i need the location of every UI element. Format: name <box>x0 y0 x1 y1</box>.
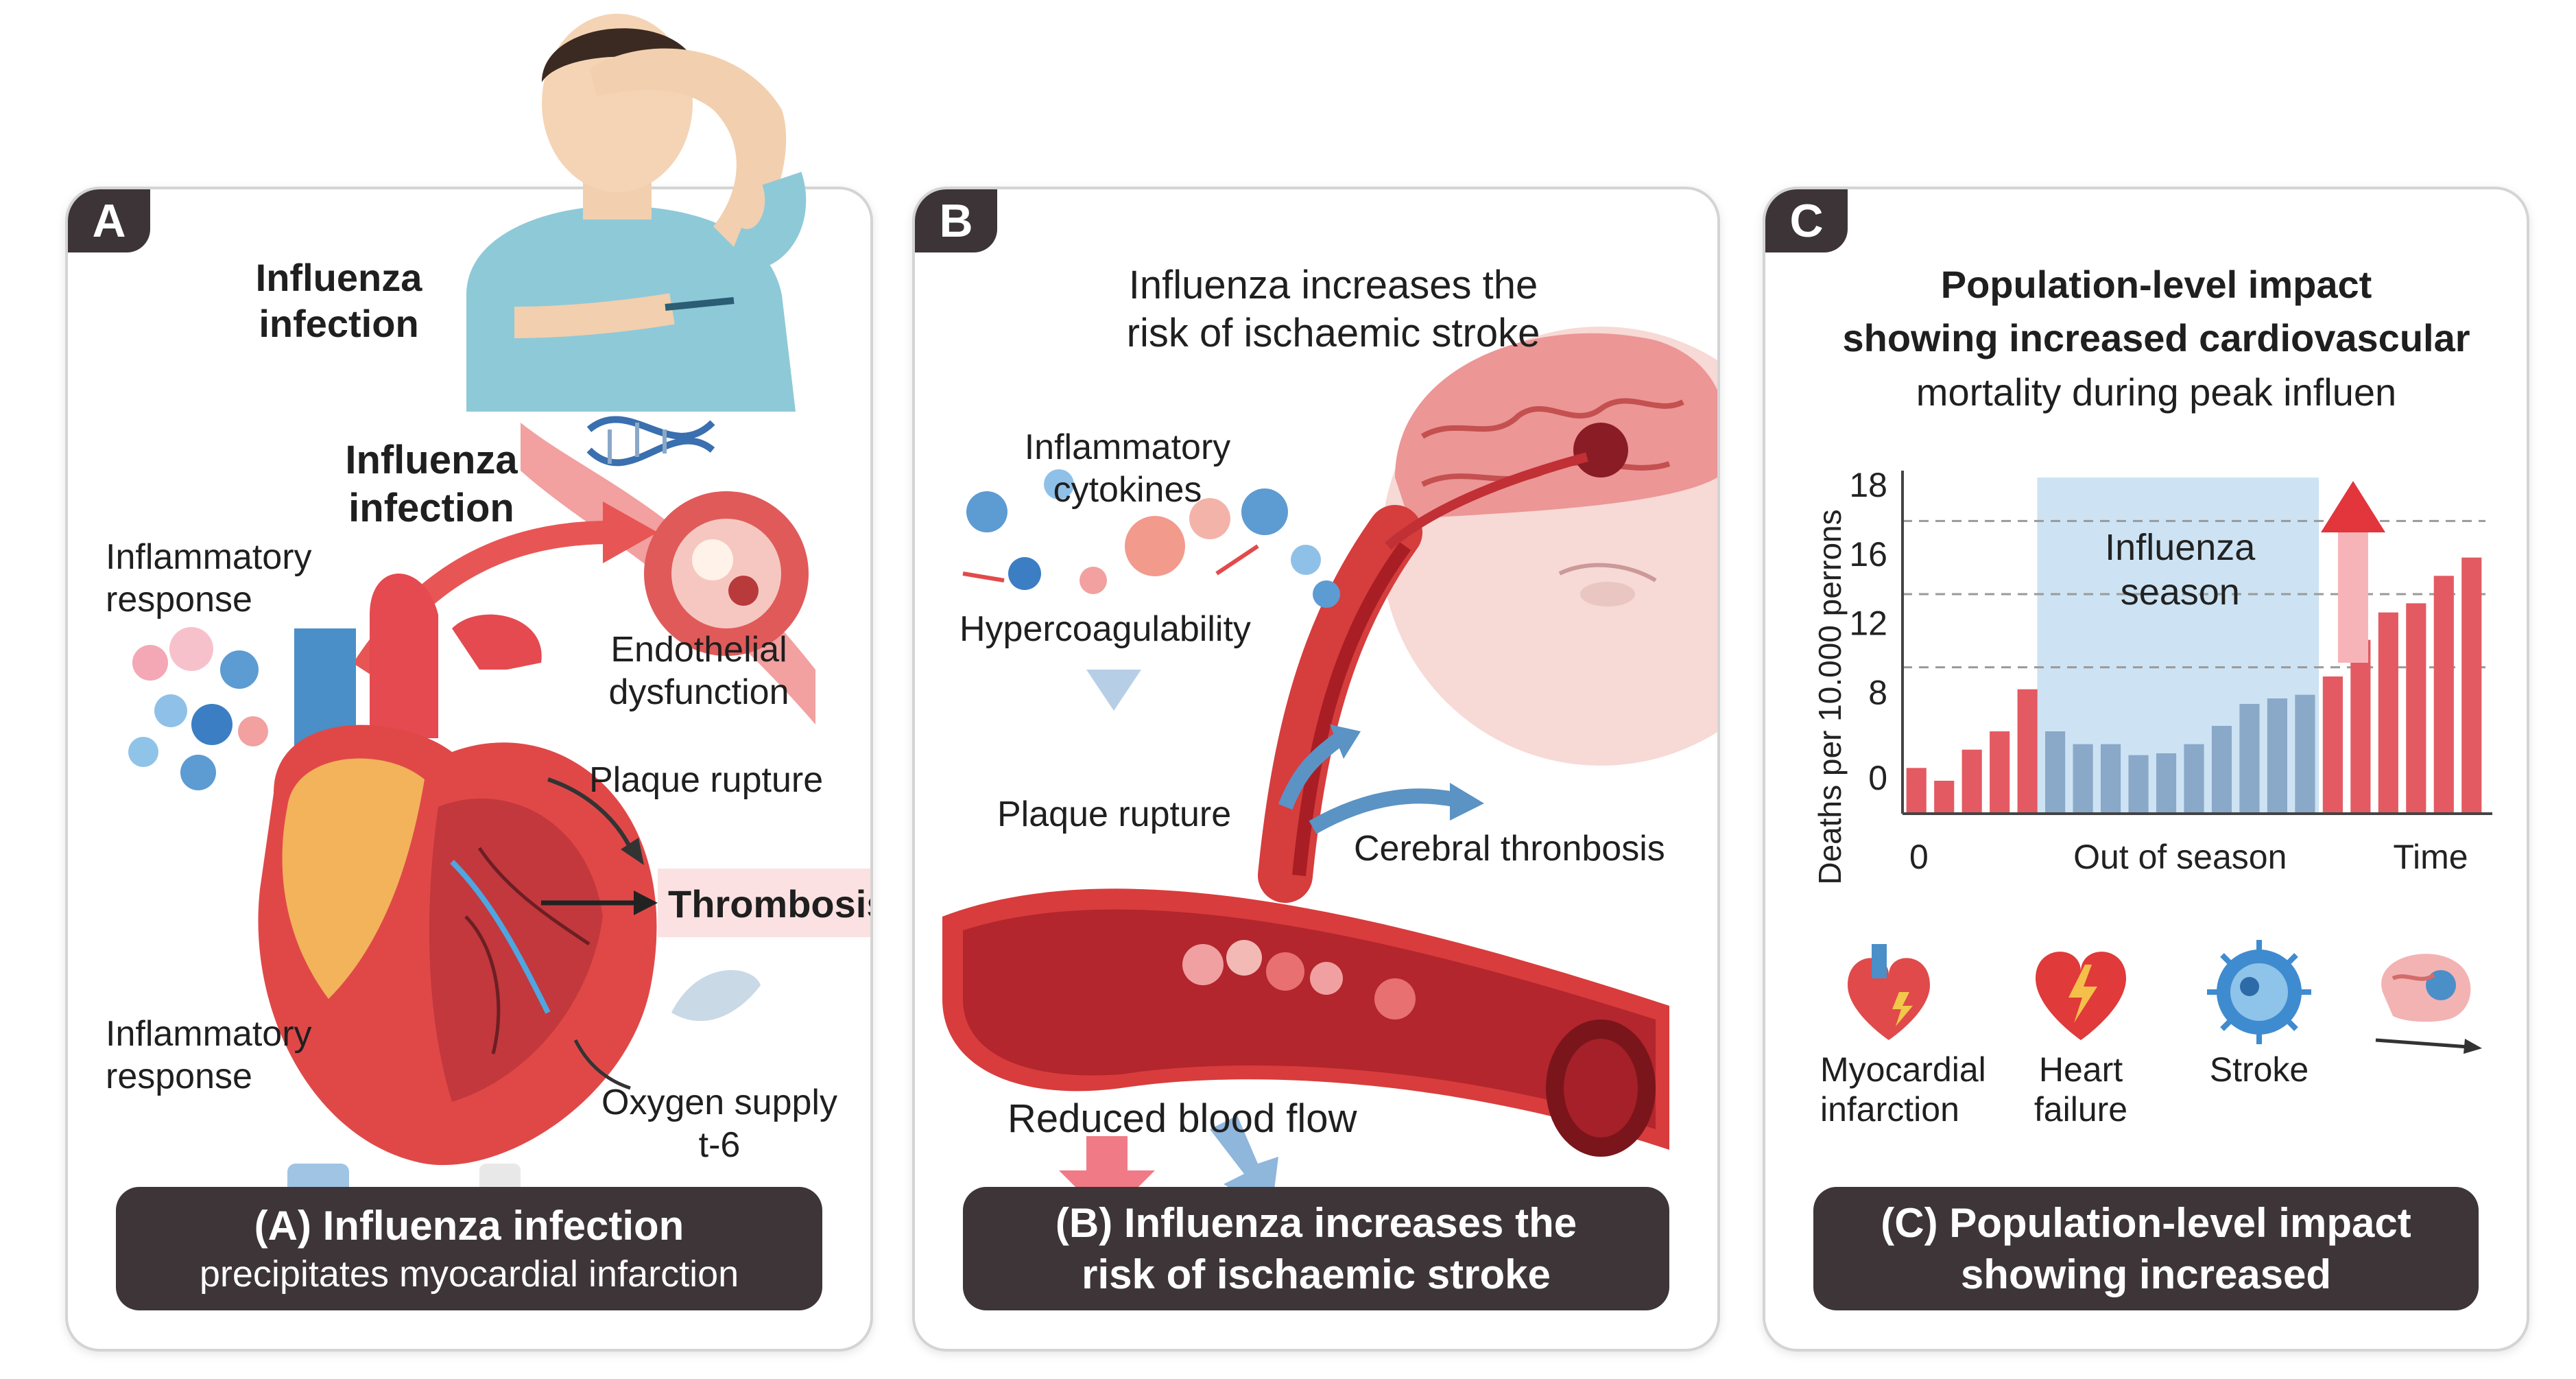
cvd-icon-item <box>2355 937 2492 1057</box>
chart-bar <box>2017 689 2038 814</box>
leaf-icon <box>671 969 761 1022</box>
cvd-icon-label: Heart <box>2038 1050 2123 1089</box>
y-tick-label: 18 <box>1849 466 1887 504</box>
dna-strand-icon <box>586 416 715 467</box>
chart-bar <box>2295 694 2315 814</box>
cytokines-icon <box>962 469 1340 608</box>
panel-c: C Population-level impact showing increa… <box>1763 187 2529 1352</box>
chart-bar <box>2156 753 2177 814</box>
chart-bar <box>2101 744 2121 814</box>
chart-bar <box>1990 731 2010 814</box>
x-label-out-of-season: Out of season <box>2073 838 2287 876</box>
chart-bar <box>2211 726 2232 814</box>
panel-b: B <box>912 187 1720 1352</box>
panel-a-letter: A <box>68 189 150 252</box>
cvd-icon-label: infarction <box>1820 1089 1959 1129</box>
inflammatory-particles-icon <box>128 627 268 790</box>
panel-a-illustration <box>128 416 870 1239</box>
chart-bar <box>2239 704 2260 814</box>
down-arrow <box>1086 670 1141 711</box>
chart-bar <box>2184 744 2204 814</box>
season-label-line2: season <box>2121 571 2240 613</box>
chart-bar <box>2322 676 2343 814</box>
chart-bar <box>2045 731 2066 814</box>
chart-bar <box>1934 781 1955 814</box>
cvd-icon-item: Stroke <box>2191 937 2328 1090</box>
increase-arrow-shaft <box>2338 526 2368 663</box>
y-tick-label: 12 <box>1849 604 1887 643</box>
myocardial-infarction-icon <box>1820 937 1957 1050</box>
stroke-icon <box>2191 937 2328 1050</box>
sick-person-icon <box>466 14 807 412</box>
chart-bar <box>2128 755 2149 814</box>
y-tick-label: 16 <box>1849 535 1887 574</box>
brain-illustration-icon <box>1381 327 1717 766</box>
panel-b-caption: (B) Influenza increases the risk of isch… <box>963 1187 1669 1310</box>
cvd-icon-label: Myocardial <box>1820 1050 1986 1089</box>
label-reduced-blood-flow: Reduced blood flow <box>1007 1096 1357 1141</box>
carotid-artery <box>1258 505 1422 903</box>
panel-a-caption: (A) Influenza infection precipitates myo… <box>116 1187 822 1310</box>
chart-bar <box>1906 768 1927 814</box>
cvd-icon-label: failure <box>2034 1089 2128 1129</box>
chart-bar <box>2350 639 2371 814</box>
chart-bar <box>2461 557 2482 814</box>
chart-bar <box>2267 698 2287 814</box>
label-plaque-rupture: Plaque rupture <box>589 760 824 800</box>
label-plaque-rupture-b: Plaque rupture <box>997 794 1232 834</box>
label-thrombosis: Thrombosis <box>668 882 873 926</box>
blood-vessel-icon <box>942 888 1669 1157</box>
cvd-icon-label: Stroke <box>2209 1050 2309 1089</box>
panel-b-letter: B <box>915 189 997 252</box>
y-axis-label: Deaths per 10.000 perrons <box>1812 509 1848 884</box>
x-tick-label: 0 <box>1909 838 1929 876</box>
chart-bar <box>2406 603 2426 814</box>
heart-illustration-icon <box>258 574 657 1239</box>
panel-c-letter: C <box>1765 189 1848 252</box>
label-hypercoagulability: Hypercoagulability <box>959 609 1251 649</box>
label-cerebral-thrombosis: Cerebral thronbosis <box>1354 829 1665 869</box>
chart-bar <box>1961 749 1982 814</box>
chart-bar <box>2378 612 2398 814</box>
y-tick-label: 0 <box>1868 759 1887 797</box>
x-label-time: Time <box>2393 838 2468 876</box>
chart-bar <box>2433 576 2454 814</box>
chart-bar <box>2073 744 2093 814</box>
brain-icon <box>2355 937 2492 1057</box>
vessel-cross-section-icon <box>521 423 815 724</box>
y-tick-label: 8 <box>1868 673 1887 711</box>
increase-arrow-icon <box>2321 481 2385 532</box>
heart-failure-icon <box>2012 937 2149 1050</box>
panel-c-caption: (C) Population-level impact showing incr… <box>1813 1187 2479 1310</box>
panel-c-title: Population-level impact showing increase… <box>1842 263 2470 414</box>
season-label-line1: Influenza <box>2105 527 2256 568</box>
panel-b-illustration <box>942 327 1717 1218</box>
